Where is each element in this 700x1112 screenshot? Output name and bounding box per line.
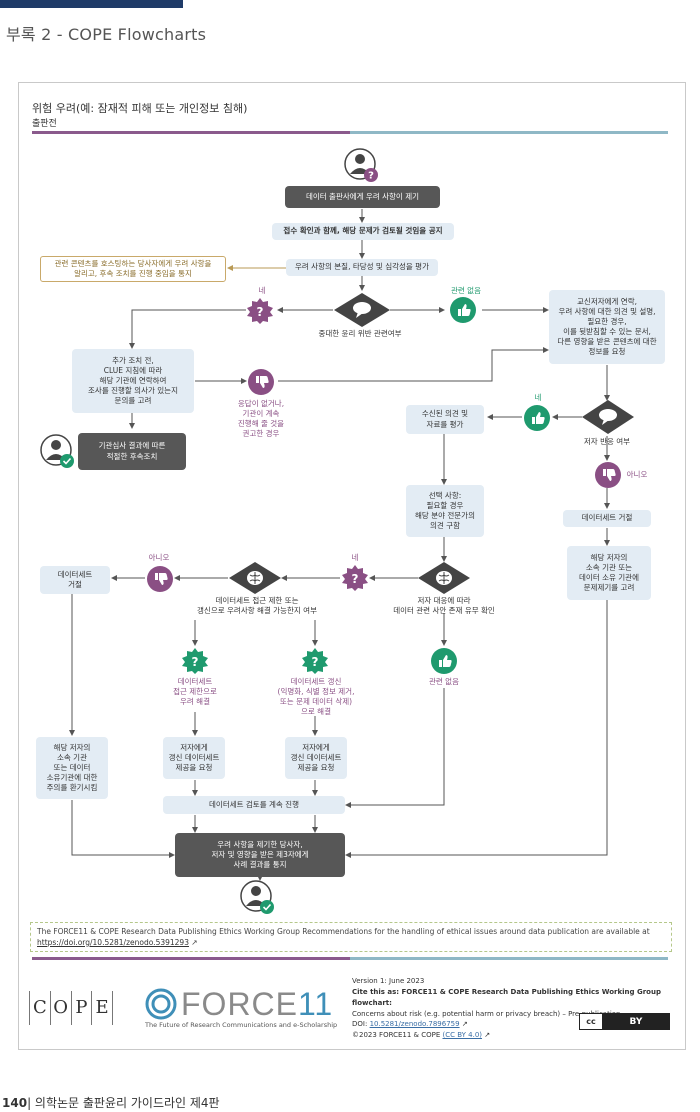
force11-circle-icon	[145, 988, 177, 1020]
node-evaluate-concern: 우려 사항의 본질, 타당성 및 심각성을 평가	[286, 259, 438, 276]
node-contact-author: 교신저자에게 연락, 우려 사항에 대한 의견 및 설명, 필요한 경우, 이를…	[549, 290, 665, 364]
page-heading: 부록 2 - COPE Flowcharts	[6, 25, 207, 44]
person-question-icon: ?	[344, 148, 380, 188]
page-number: 140	[2, 1096, 28, 1110]
license-link[interactable]: (CC BY 4.0)	[442, 1031, 483, 1040]
node-final-notify: 우려 사항을 제기한 당사자, 저자 및 영향을 받은 제3자에게 사례 결과를…	[175, 833, 345, 877]
label-resolve-question: 데이터세트 접근 제한 또는 갱신으로 우려사항 해결 가능한지 여부	[197, 596, 317, 616]
thumbs-down-icon	[147, 566, 173, 596]
label-resolve-update: 데이터세트 갱신 (익명화, 식별 정보 제거, 또는 문제 데이터 삭제) 으…	[277, 677, 355, 717]
node-request-restrict: 저자에게 갱신 데이터세트 제공을 요청	[163, 737, 225, 779]
brain-diamond-icon	[229, 562, 281, 598]
person-check-icon	[240, 880, 276, 920]
footer-divider	[32, 957, 668, 960]
node-assess-received: 수신된 의견 및 자료를 평가	[406, 405, 484, 434]
version-text: Version 1: June 2023	[352, 977, 425, 985]
brain-diamond-icon	[418, 562, 470, 598]
cc-by-badge: cc BY	[579, 1013, 670, 1030]
svg-text:?: ?	[368, 171, 374, 182]
question-badge-icon: ?	[182, 648, 208, 678]
header-divider	[32, 131, 668, 134]
doi-link[interactable]: 10.5281/zenodo.7896759	[369, 1020, 460, 1029]
label-yes: 네	[258, 286, 266, 295]
node-concern-raised: 데이터 출판사에게 우려 사항이 제기	[285, 186, 440, 208]
page-footer: 140| 의학논문 출판윤리 가이드라인 제4판	[2, 1094, 220, 1111]
person-check-icon	[40, 434, 76, 474]
copyright-line: ©2023 FORCE11 & COPE (CC BY 4.0) ↗	[352, 1031, 491, 1040]
node-expert-opinion: 선택 사항: 필요할 경우 해당 분야 전문가의 의견 구함	[406, 485, 484, 537]
external-link-icon: ↗	[191, 937, 198, 947]
question-badge-icon: ?	[247, 298, 273, 328]
thumbs-up-icon	[524, 405, 550, 435]
speech-bubble-diamond-icon	[334, 293, 390, 331]
external-link-icon: ↗	[484, 1031, 491, 1040]
footer-note-box: The FORCE11 & COPE Research Data Publish…	[30, 922, 672, 952]
label-resolve-restrict: 데이터세트 접근 제한으로 우려 해결	[173, 677, 217, 707]
doi-line: DOI: 10.5281/zenodo.7896759 ↗	[352, 1020, 468, 1029]
label-no: 아니오	[626, 470, 648, 479]
node-request-update: 저자에게 갱신 데이터세트 제공을 요청	[285, 737, 347, 779]
cite-bold: Cite this as: FORCE11 & COPE Research Da…	[352, 987, 661, 1007]
thumbs-up-icon	[431, 648, 457, 678]
node-reject-dataset-left: 데이터세트 거절	[40, 566, 110, 594]
top-accent-bar	[0, 0, 183, 8]
speech-bubble-diamond-icon	[582, 400, 634, 438]
chart-subtitle: 출판전	[32, 119, 57, 129]
force11-logo: FORCE11 The Future of Research Communica…	[145, 986, 338, 1029]
external-link-icon: ↗	[461, 1020, 468, 1029]
label-no-response: 응답이 없거나, 기관이 계속 진행해 줄 것을 권고한 경우	[237, 399, 285, 439]
page-footer-text: | 의학논문 출판윤리 가이드라인 제4판	[27, 1096, 220, 1110]
label-irrelevant: 관련 없음	[451, 286, 481, 295]
node-notify-host: 관련 콘텐츠를 호스팅하는 당사자에게 우려 사항을 알리고, 후속 조치를 진…	[40, 256, 226, 282]
cite-rest: Concerns about risk (e.g. potential harm…	[352, 1009, 621, 1018]
footer-note-link[interactable]: https://doi.org/10.5281/zenodo.5391293	[37, 937, 189, 947]
node-reject-dataset-right: 데이터세트 거절	[563, 510, 651, 527]
chart-title: 위험 우려(예: 잠재적 피해 또는 개인정보 침해)	[32, 102, 248, 115]
thumbs-down-icon	[595, 462, 621, 492]
node-contact-institution: 추가 조치 전, CLUE 지침에 따라 해당 기관에 연락하여 조사를 진행할…	[72, 349, 194, 413]
footer-note-text: The FORCE11 & COPE Research Data Publish…	[37, 927, 650, 936]
label-yes: 네	[351, 553, 359, 562]
label-irrelevant: 관련 없음	[429, 677, 459, 686]
question-badge-icon: ?	[342, 565, 368, 595]
label-no: 아니오	[148, 553, 170, 562]
label-data-issue: 저자 대응에 따라 데이터 관련 사안 존재 유무 확인	[393, 596, 495, 616]
citation-block: Version 1: June 2023 Cite this as: FORCE…	[352, 976, 678, 1041]
svg-text:?: ?	[312, 655, 319, 669]
node-alert-institution: 해당 저자의 소속 기관 또는 데이터 소유기관에 대한 주의를 환기시킴	[36, 737, 108, 799]
svg-text:?: ?	[257, 305, 264, 319]
label-serious-breach: 중대한 윤리 위반 관련여부	[318, 329, 402, 338]
question-badge-icon: ?	[302, 648, 328, 678]
label-author-response: 저자 반응 여부	[583, 437, 631, 446]
thumbs-down-icon	[248, 369, 274, 399]
label-yes: 네	[534, 393, 542, 402]
node-continue-review: 데이터세트 검토를 계속 진행	[163, 796, 345, 814]
node-acknowledge: 접수 확인과 함께, 해당 문제가 검토될 것임을 공지	[272, 223, 454, 240]
node-follow-up: 기관심사 결과에 따른 적절한 후속조치	[78, 433, 186, 470]
node-notify-owner: 해당 저자의 소속 기관 또는 데이터 소유 기관에 문제제기를 고려	[567, 546, 651, 600]
svg-text:?: ?	[192, 655, 199, 669]
svg-text:?: ?	[352, 572, 359, 586]
thumbs-up-icon	[450, 297, 476, 327]
